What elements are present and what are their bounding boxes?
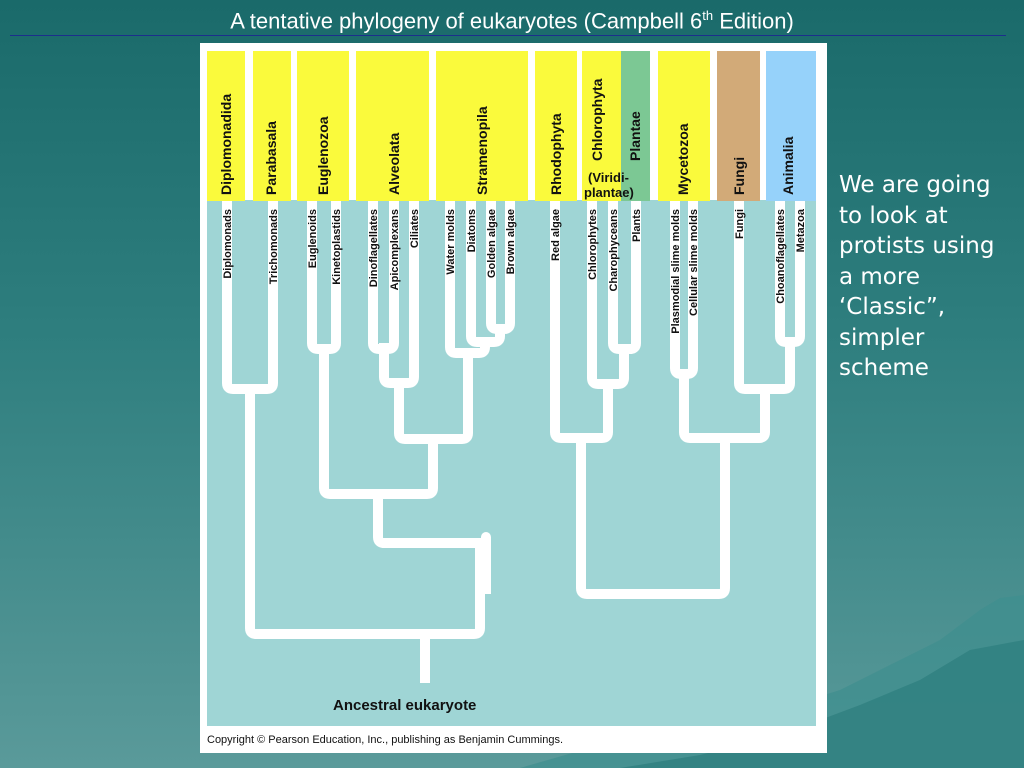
group-box-plantae [621, 51, 650, 201]
group-box-diplomonadida [207, 51, 245, 201]
taxon-label-plants: Plants [631, 209, 643, 242]
side-note-line: to look at [839, 202, 948, 229]
group-label-parabasala: Parabasala [263, 121, 279, 195]
group-label-chlorophyta: Chlorophyta [589, 78, 605, 161]
taxon-label-metazoa: Metazoa [795, 208, 807, 252]
taxon-label-plasmodial-slime-molds: Plasmodial slime molds [670, 209, 682, 334]
group-label-fungi: Fungi [731, 157, 747, 195]
taxon-label-apicomplexans: Apicomplexans [389, 209, 401, 290]
group-box-chlorophyta [582, 51, 621, 201]
side-note-line: We are going [839, 172, 991, 198]
title-superscript: th [702, 8, 714, 23]
taxon-label-choanoflagellates: Choanoflagellates [775, 209, 787, 304]
title-end: Edition) [713, 8, 794, 34]
phylogeny-figure: Diplomonadida Parabasala Euglenozoa Alve… [200, 43, 827, 753]
group-box-animalia [766, 51, 816, 201]
branch-root [245, 389, 485, 639]
group-label-euglenozoa: Euglenozoa [315, 116, 331, 195]
group-box-parabasala [253, 51, 291, 201]
taxon-label-ciliates: Ciliates [409, 209, 421, 248]
tree-branches [222, 201, 805, 683]
title-main: A tentative phylogeny of eukaryotes (Cam… [230, 8, 703, 34]
side-note-line: simpler [839, 324, 925, 351]
group-box-alveolata [356, 51, 429, 201]
taxon-label-euglenoids: Euglenoids [307, 209, 319, 268]
taxon-label-brown-algae: Brown algae [505, 209, 517, 274]
group-label-plantae: Plantae [627, 111, 643, 161]
taxon-label-diatoms: Diatoms [466, 209, 478, 252]
group-label-stramenopila: Stramenopila [474, 106, 490, 195]
side-note-line: protists using [839, 233, 995, 259]
taxon-label-red-algae: Red algae [550, 209, 562, 261]
title-underline [10, 35, 1006, 36]
group-box-stramenopila [436, 51, 528, 201]
taxon-label-fungi: Fungi [734, 209, 746, 239]
group-label-diplomonadida: Diplomonadida [218, 94, 234, 195]
branch-plants-opisthokonts [576, 438, 730, 599]
group-box-rhodophyta [535, 51, 577, 201]
group-label-alveolata: Alveolata [386, 133, 402, 195]
group-label-animalia: Animalia [780, 136, 796, 195]
taxon-label-golden-algae: Golden algae [486, 209, 498, 278]
taxon-label-trichomonads: Trichomonads [268, 209, 280, 284]
chlorophyta-note-line2: plantae) [584, 185, 634, 200]
group-box-euglenozoa [297, 51, 349, 201]
root-label: Ancestral eukaryote [333, 697, 476, 714]
branch-crown [373, 494, 491, 594]
slide-title: A tentative phylogeny of eukaryotes (Cam… [0, 8, 1024, 34]
taxon-label-dinoflagellates: Dinoflagellates [368, 209, 380, 287]
taxon-label-water-molds: Water molds [445, 209, 457, 275]
taxon-label-diplomonads: Diplomonads [222, 209, 234, 279]
chlorophyta-note-line1: (Viridi- [588, 170, 629, 185]
side-note-line: scheme [839, 355, 929, 381]
taxon-label-kinetoplastids: Kinetoplastids [331, 209, 343, 285]
taxon-label-cellular-slime-molds: Cellular slime molds [688, 209, 700, 316]
side-note-line: ‘Classic”, [839, 294, 946, 320]
group-label-rhodophyta: Rhodophyta [548, 113, 564, 195]
phylogeny-tree: Diplomonadida Parabasala Euglenozoa Alve… [207, 51, 816, 726]
side-note: We are going to look at protists using a… [839, 170, 1019, 384]
taxon-label-chlorophytes: Chlorophytes [587, 209, 599, 280]
taxon-label-charophyceans: Charophyceans [608, 209, 620, 292]
side-note-line: a more [839, 263, 920, 290]
group-box-fungi [717, 51, 760, 201]
group-label-mycetozoa: Mycetozoa [675, 123, 691, 195]
group-box-mycetozoa [658, 51, 710, 201]
copyright-notice: Copyright © Pearson Education, Inc., pub… [207, 734, 564, 746]
